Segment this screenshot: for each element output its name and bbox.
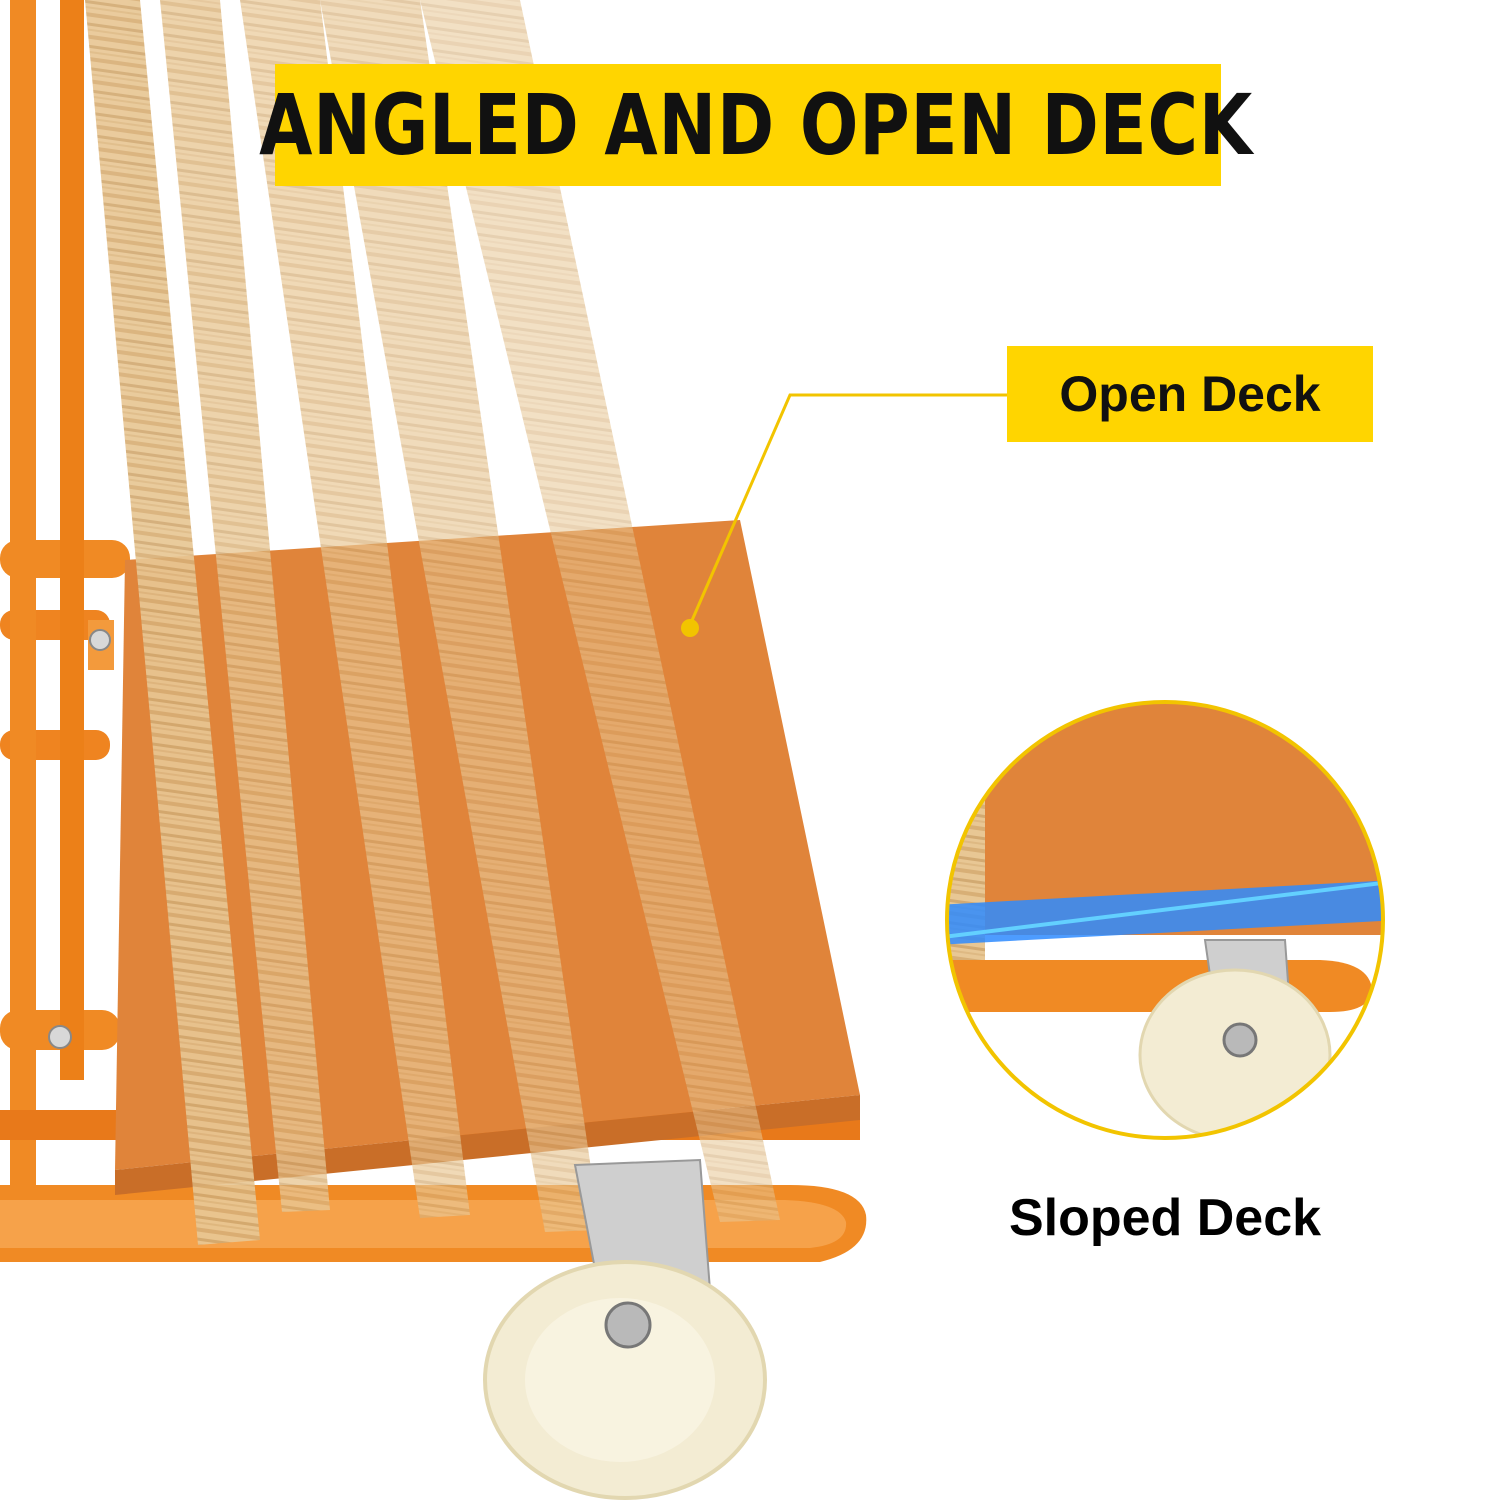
- title-banner: ANGLED AND OPEN DECK: [259, 64, 1252, 186]
- open-deck-label-bg: [1007, 346, 1373, 442]
- wood-boards: [85, 0, 780, 1245]
- caster-wheel: [483, 1158, 767, 1500]
- zoom-inset: [945, 700, 1385, 1140]
- title-banner-bg: [275, 64, 1221, 186]
- sloped-deck-caption: Sloped Deck: [1008, 1189, 1322, 1247]
- open-deck-label-text: Open Deck: [1059, 366, 1321, 422]
- open-deck-label: Open Deck: [1007, 346, 1373, 442]
- open-deck-callout-line: [681, 393, 1007, 637]
- title-banner-text: ANGLED AND OPEN DECK: [259, 76, 1253, 174]
